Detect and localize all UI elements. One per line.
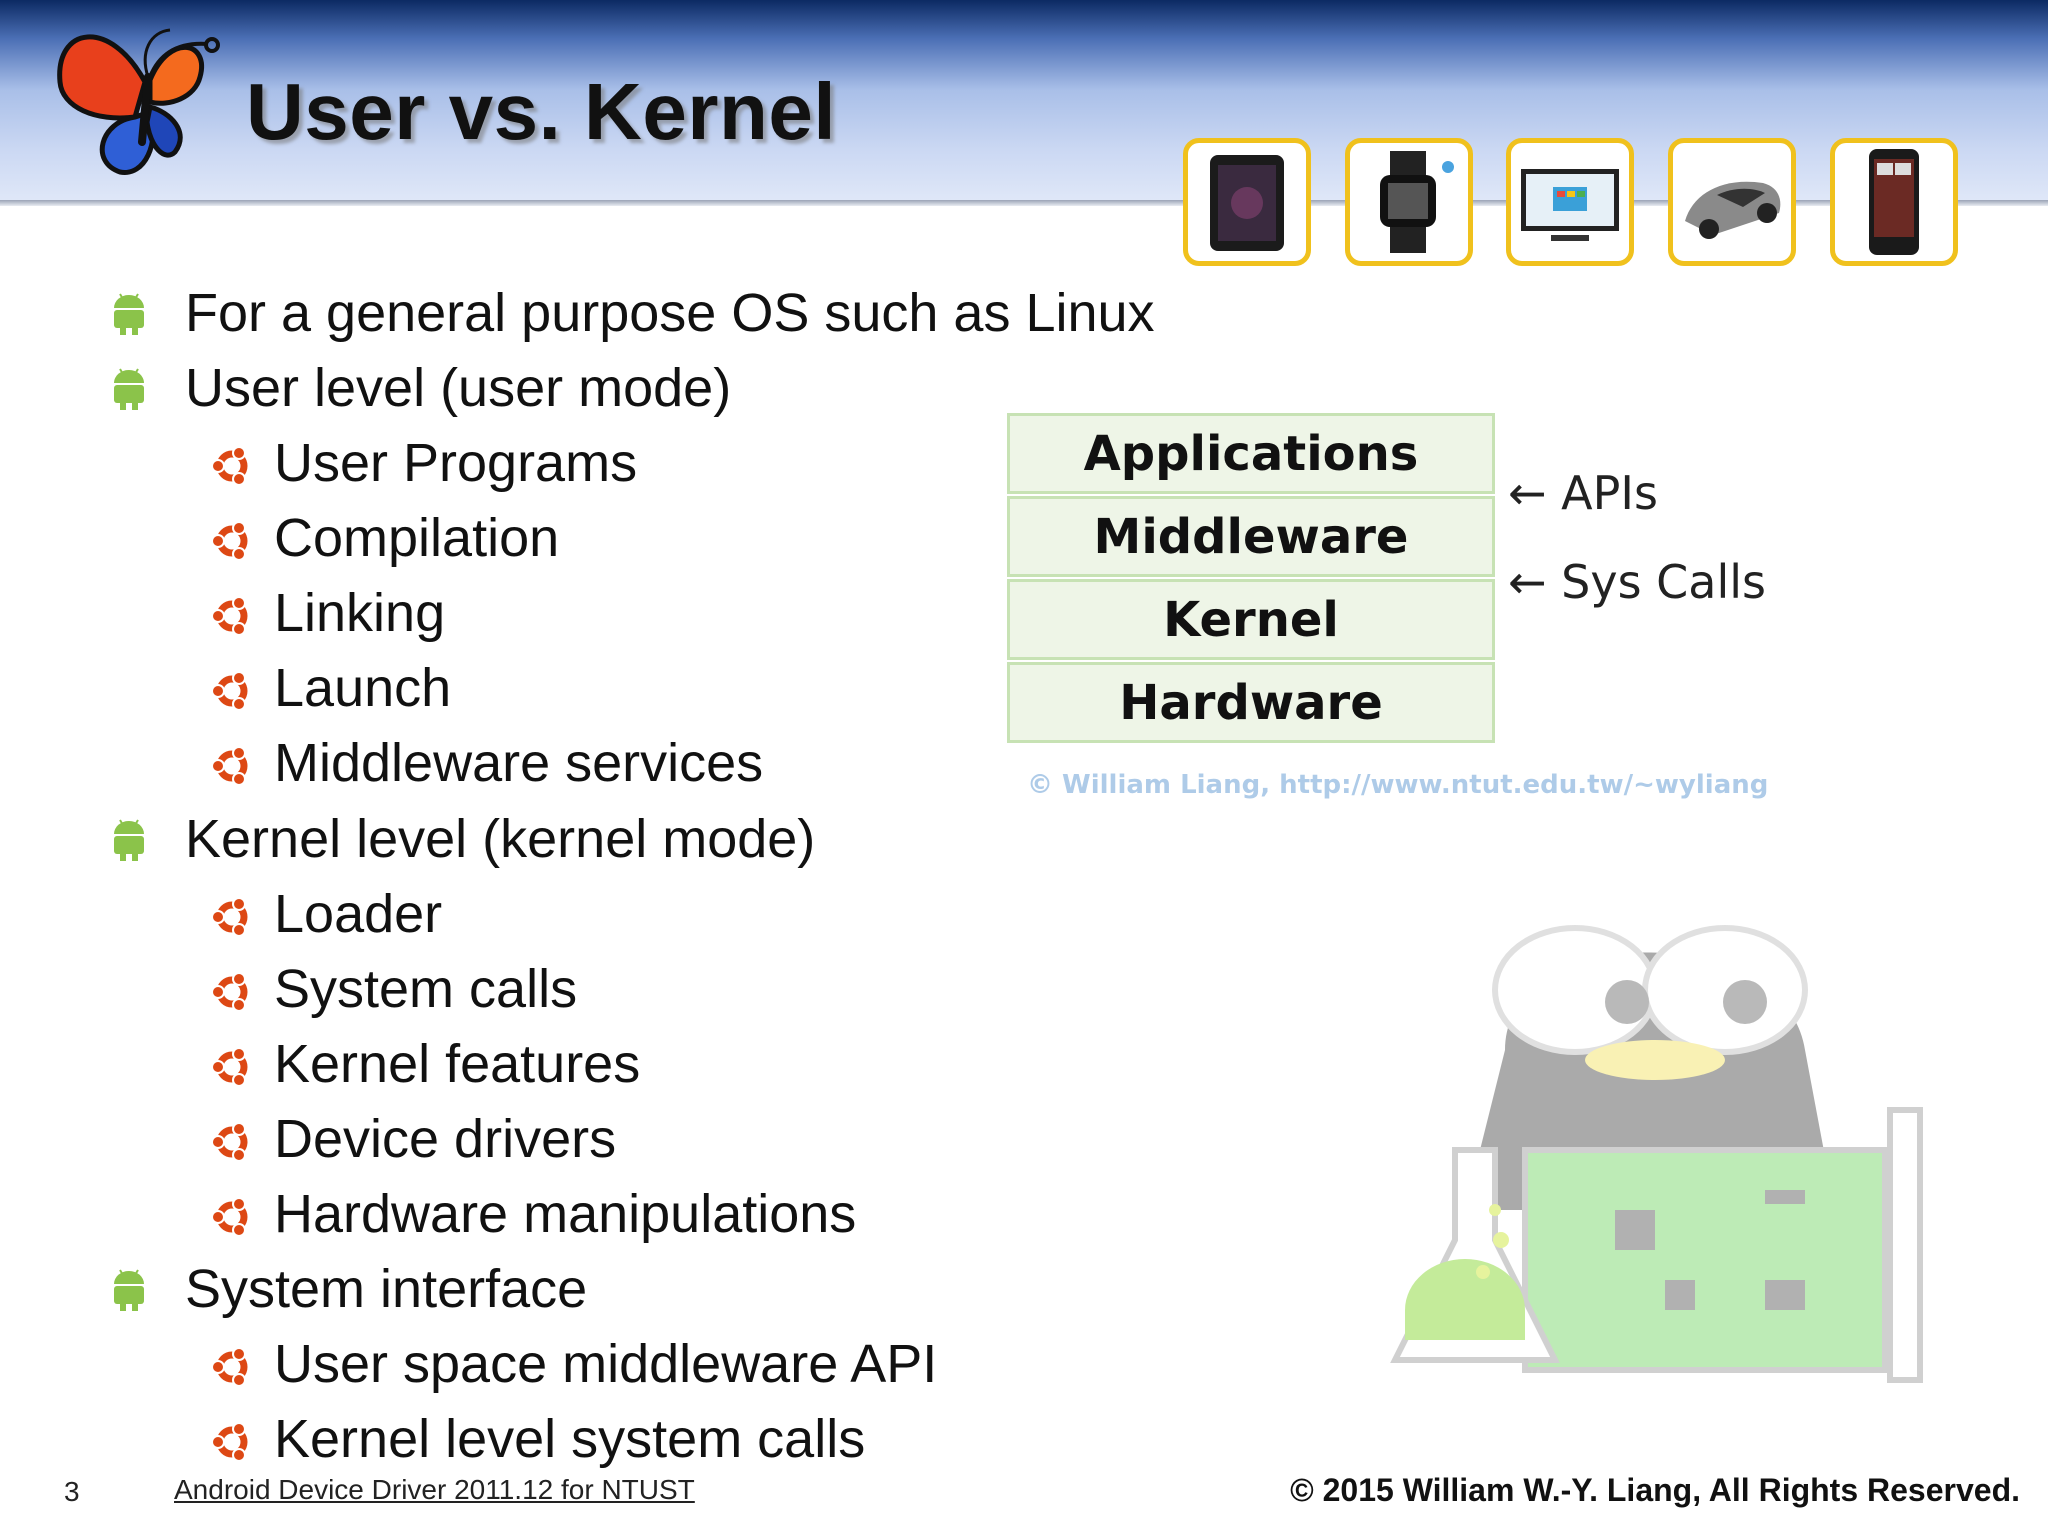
list-item-text: Kernel level system calls	[274, 1409, 866, 1469]
stack-layer-applications: Applications	[1007, 413, 1495, 494]
ubuntu-bullet-icon	[211, 671, 248, 711]
slide-title: User vs. Kernel	[246, 67, 837, 156]
android-bullet-icon	[114, 368, 144, 410]
apis-label: ← APIs	[1508, 466, 1658, 520]
ubuntu-bullet-icon	[211, 1197, 248, 1237]
android-bullet-icon	[114, 819, 144, 861]
ubuntu-bullet-icon	[211, 1347, 248, 1387]
penguin-illustration-icon	[1390, 925, 1923, 1383]
list-item-text: Device drivers	[274, 1109, 617, 1169]
header-divider	[0, 200, 2048, 206]
smart-tv-icon	[1506, 138, 1634, 266]
list-item-text: System calls	[274, 959, 578, 1019]
stack-layer-middleware: Middleware	[1007, 496, 1495, 577]
list-item-text: Hardware manipulations	[274, 1184, 857, 1244]
list-item-text: Launch	[274, 658, 452, 718]
list-item-text: User space middleware API	[274, 1334, 938, 1394]
android-bullet-icon	[114, 293, 144, 335]
list-item-text: Kernel level (kernel mode)	[185, 809, 816, 869]
list-item-text: Loader	[274, 884, 443, 944]
stack-layer-hardware: Hardware	[1007, 662, 1495, 743]
list-item-text: Linking	[274, 583, 446, 643]
ubuntu-bullet-icon	[211, 596, 248, 636]
smartwatch-icon	[1345, 138, 1473, 266]
course-footer: Android Device Driver 2011.12 for NTUST	[174, 1474, 695, 1505]
list-item-text: System interface	[185, 1259, 588, 1319]
stack-layer-kernel: Kernel	[1007, 579, 1495, 660]
list-item-text: Kernel features	[274, 1034, 641, 1094]
tablet-icon	[1183, 138, 1311, 266]
diagram-watermark: © William Liang, http://www.ntut.edu.tw/…	[1027, 770, 1769, 800]
butterfly-logo-icon	[57, 28, 220, 175]
android-bullet-icon	[114, 1269, 144, 1311]
copyright-footer: © 2015 William W.-Y. Liang, All Rights R…	[1290, 1472, 2020, 1508]
ubuntu-bullet-icon	[211, 1047, 248, 1087]
smartphone-icon	[1830, 138, 1958, 266]
syscalls-label: ← Sys Calls	[1508, 555, 1767, 609]
ubuntu-bullet-icon	[211, 1422, 248, 1462]
list-item-text: Compilation	[274, 508, 560, 568]
list-item-text: Middleware services	[274, 733, 764, 793]
list-item-text: User Programs	[274, 433, 638, 493]
ubuntu-bullet-icon	[211, 1122, 248, 1162]
list-item-text: For a general purpose OS such as Linux	[185, 283, 1155, 343]
ubuntu-bullet-icon	[211, 446, 248, 486]
list-item-text: User level (user mode)	[185, 358, 732, 418]
ubuntu-bullet-icon	[211, 972, 248, 1012]
car-icon	[1668, 138, 1796, 266]
ubuntu-bullet-icon	[211, 897, 248, 937]
software-stack-diagram: Applications Middleware Kernel Hardware	[1007, 413, 1495, 745]
page-number: 3	[64, 1476, 80, 1507]
ubuntu-bullet-icon	[211, 746, 248, 786]
ubuntu-bullet-icon	[211, 521, 248, 561]
